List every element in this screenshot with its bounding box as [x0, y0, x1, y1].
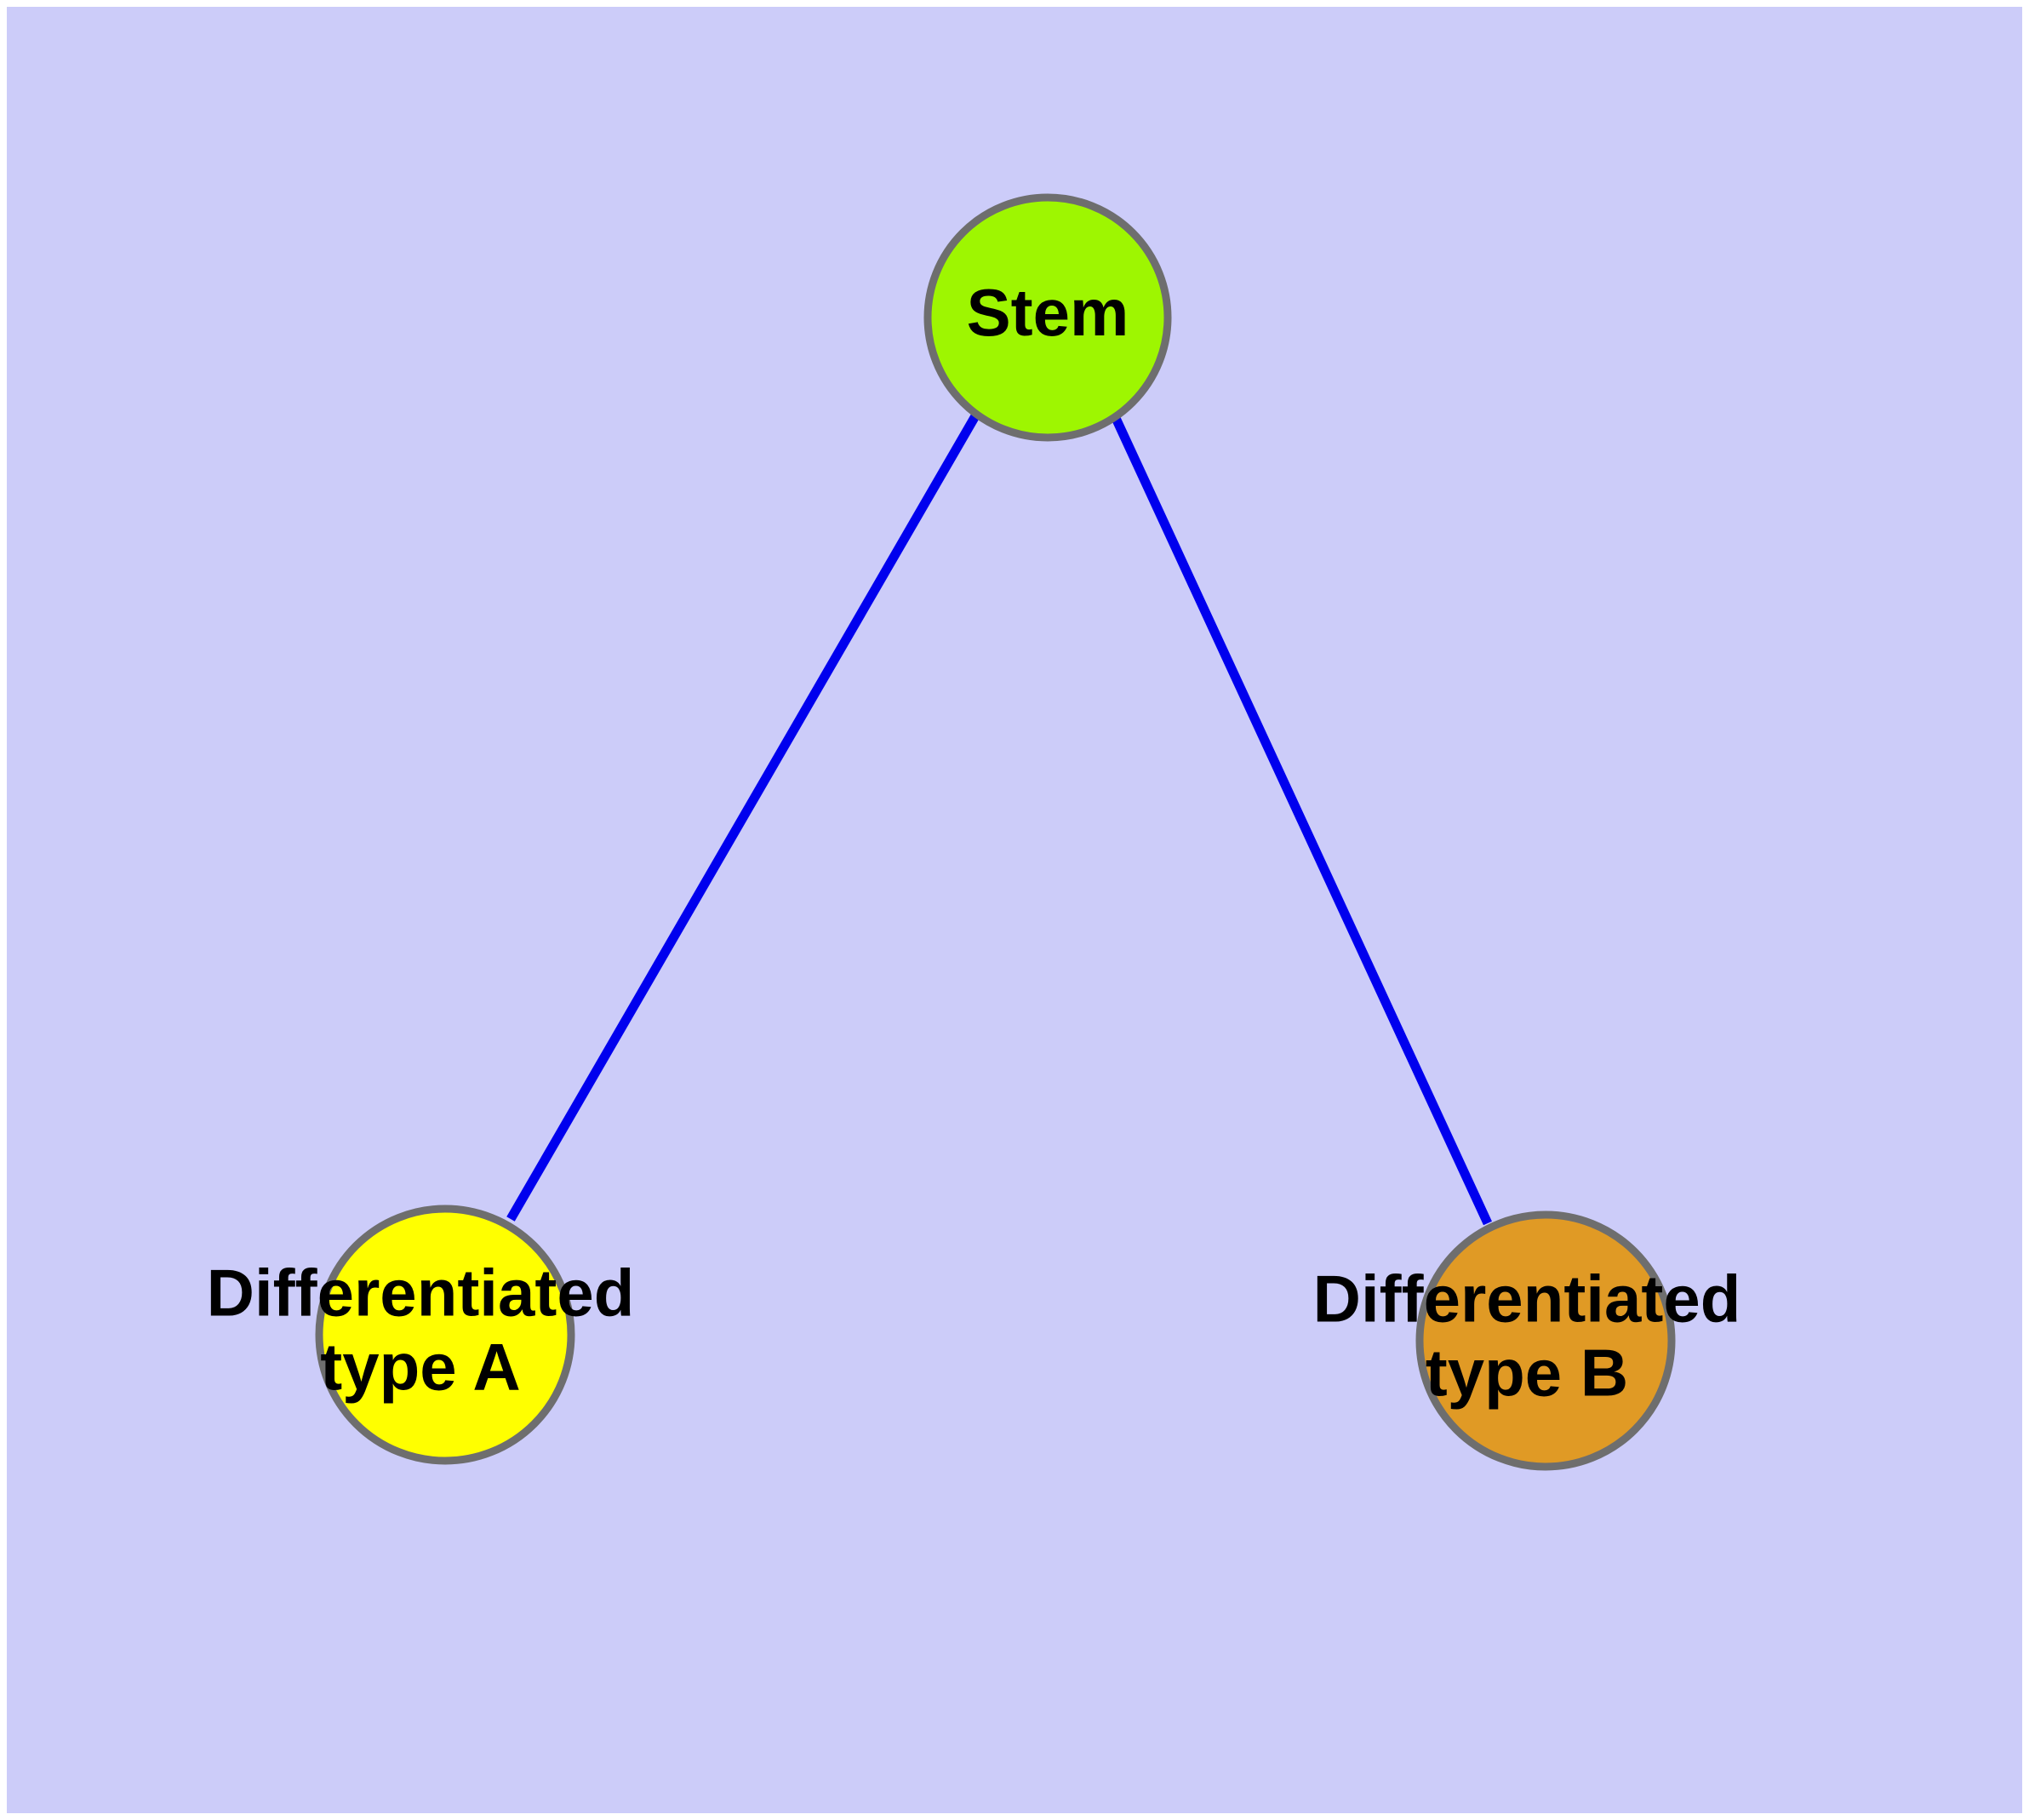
- graph-edge-stem-to-diff-a[interactable]: [506, 412, 980, 1222]
- graph-node-diff_b[interactable]: [1415, 1210, 1676, 1471]
- graph-edge-stem-to-diff-b[interactable]: [1111, 414, 1492, 1226]
- graph-node-label-line: Differentiated: [207, 1255, 635, 1330]
- graph-node-label-line: Stem: [967, 275, 1129, 350]
- nodes-layer: [315, 193, 1676, 1471]
- graph-node-diff_a[interactable]: [315, 1205, 575, 1465]
- graph-node-label-line: type B: [1426, 1335, 1628, 1410]
- graph-node-stem[interactable]: [923, 193, 1172, 442]
- edges-layer: [506, 412, 1492, 1226]
- graph-node-label-line: type A: [320, 1329, 521, 1404]
- graph-node-label-line: Differentiated: [1313, 1261, 1741, 1336]
- graph-node-label-stem: Stem: [967, 275, 1129, 350]
